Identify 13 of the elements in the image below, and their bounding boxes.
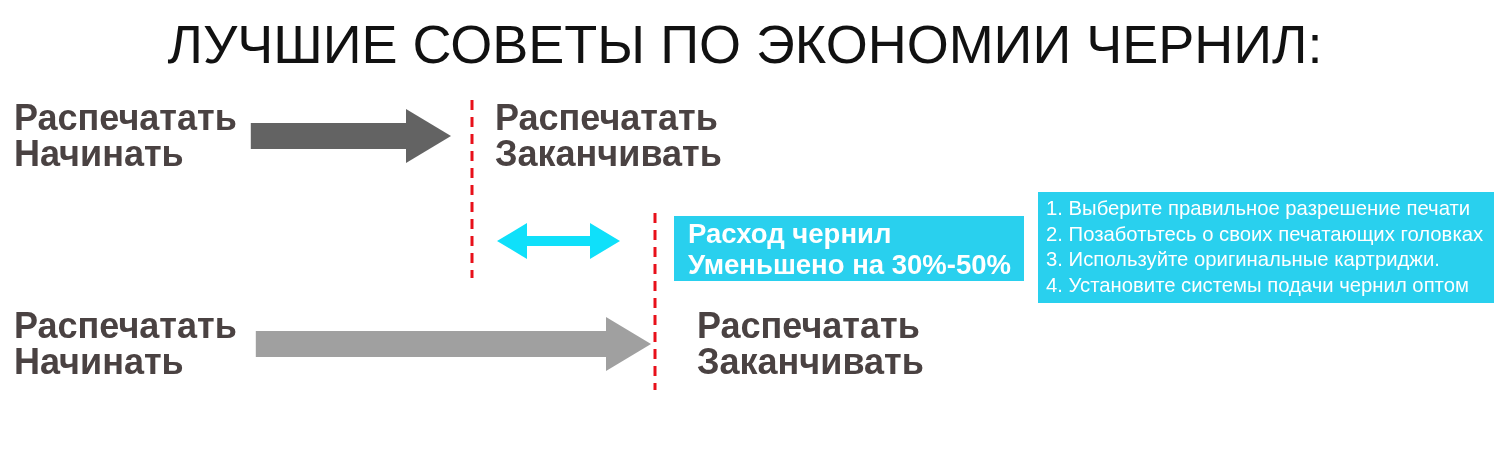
end-label: Распечатать Заканчивать xyxy=(495,100,722,172)
highlight-box: Расход чернил Уменьшено на 30%-50% xyxy=(674,216,1024,281)
tip-item: 2. Позаботьтесь о своих печатающих головках xyxy=(1046,221,1485,247)
tip-item: 1. Выберите правильное разрешение печати xyxy=(1046,196,1472,221)
title: ЛУЧШИЕ СОВЕТЫ ПО ЭКОНОМИИ ЧЕРНИЛ: xyxy=(167,13,1323,75)
tips-panel xyxy=(1038,192,1494,303)
block-arrow xyxy=(250,109,451,163)
end-label: Распечатать Заканчивать xyxy=(697,308,924,380)
start-label: Распечатать Начинать xyxy=(14,308,237,380)
start-label: Распечатать Начинать xyxy=(14,100,237,172)
block-arrow xyxy=(255,317,651,371)
tip-item: 3. Используйте оригинальные картриджи. xyxy=(1046,247,1441,272)
tip-item: 4. Установите системы подачи чернил оптом xyxy=(1046,272,1470,298)
